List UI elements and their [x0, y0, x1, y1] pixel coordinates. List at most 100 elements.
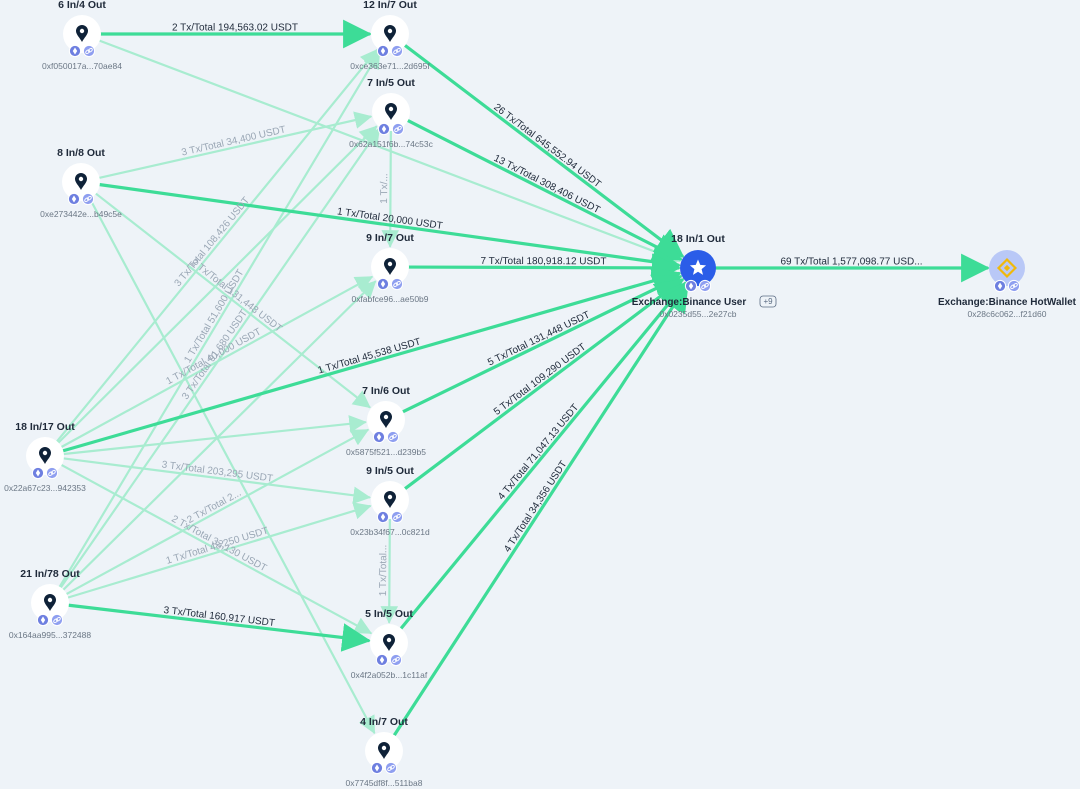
edge-n6-n2[interactable]	[55, 48, 378, 443]
location-pin-icon	[378, 742, 390, 759]
nodes-layer: 6 In/4 Out 0xf050017a...70ae84 12 In/7 Out…	[4, 0, 1077, 788]
ethereum-icon	[993, 279, 1007, 293]
edge-n2-ex[interactable]	[403, 43, 685, 258]
link-icon	[389, 653, 403, 667]
node-address: 0xe273442e...b49c5e	[40, 209, 122, 219]
node-title: 12 In/7 Out	[363, 0, 417, 11]
link-icon	[698, 279, 712, 293]
edge-label: 13 Tx/Total 308,406 USDT	[492, 153, 602, 216]
node-address: 0x4f2a052b...1c11af	[351, 670, 428, 680]
ethereum-icon	[372, 430, 386, 444]
ethereum-icon	[376, 277, 390, 291]
node-n2[interactable]: 12 In/7 Out 0xce363e71...2d695f	[350, 0, 430, 71]
edge-n6-n8[interactable]	[62, 457, 371, 505]
edge-n4-n3[interactable]	[98, 111, 373, 179]
edge-label: 3 Tx/Total 203,295 USDT	[161, 460, 274, 485]
node-title: 6 In/4 Out	[58, 0, 106, 11]
edge-label: 3 Tx/Total 160,917 USDT	[163, 605, 276, 629]
node-n6[interactable]: 18 In/17 Out 0x22a67c23...942353	[4, 421, 86, 493]
location-pin-icon	[384, 25, 396, 42]
edge-n8-ex[interactable]	[403, 278, 685, 491]
node-n4[interactable]: 8 In/8 Out 0xe273442e...b49c5e	[40, 147, 122, 219]
edge-label: 4 Tx/Total 34,356 USDT	[502, 459, 569, 554]
edge-label: 7 Tx/Total 180,918.12 USDT	[481, 256, 607, 267]
location-pin-icon	[383, 634, 395, 651]
node-address: 0xce363e71...2d695f	[350, 61, 430, 71]
node-title: 9 In/5 Out	[366, 465, 414, 477]
edge-n6-n3[interactable]	[57, 125, 378, 444]
edge-n1-ex[interactable]	[98, 39, 681, 264]
node-hw[interactable]: Exchange:Binance HotWallet0x28c6c062...f…	[938, 250, 1077, 319]
node-n10[interactable]: 5 In/5 Out 0x4f2a052b...1c11af	[351, 608, 428, 680]
more-tags-count: +9	[763, 297, 773, 306]
ethereum-icon	[376, 510, 390, 524]
edge-n5-ex[interactable]	[407, 253, 681, 283]
location-pin-icon	[385, 103, 397, 120]
location-pin-icon	[44, 594, 56, 611]
edge-n4-n11[interactable]	[88, 197, 376, 735]
node-address: 0x28c6c062...f21d60	[968, 309, 1047, 319]
edge-n6-n5[interactable]	[60, 275, 374, 448]
node-address: 0xf050017a...70ae84	[42, 61, 122, 71]
edge-label: 2 Tx/Total 2...	[185, 488, 243, 526]
link-icon	[82, 44, 96, 58]
edge-label: 69 Tx/Total 1,577,098.77 USD...	[780, 257, 922, 268]
edge-n11-ex[interactable]	[392, 282, 689, 737]
edge-n9-n2[interactable]	[58, 50, 381, 588]
edge-label: 4 Tx/Total 71,047.13 USDT	[496, 402, 581, 502]
entity-label: Exchange:Binance User	[632, 297, 747, 308]
node-address: 0x0235d55...2e27cb	[659, 309, 736, 319]
node-title: 7 In/6 Out	[362, 385, 410, 397]
edge-n9-n5[interactable]	[62, 280, 377, 591]
ethereum-icon	[36, 613, 50, 627]
node-title: 4 In/7 Out	[360, 716, 408, 728]
edge-n7-ex[interactable]	[401, 275, 683, 414]
edge-n8-n10[interactable]	[380, 517, 399, 624]
location-pin-icon	[39, 447, 51, 464]
edge-n6-n7[interactable]	[62, 415, 367, 456]
node-title: 8 In/8 Out	[57, 147, 105, 159]
link-icon	[386, 430, 400, 444]
edge-n9-n7[interactable]	[65, 428, 370, 596]
node-title: 18 In/1 Out	[671, 233, 725, 245]
ethereum-icon	[377, 122, 391, 136]
edge-n9-n10[interactable]	[67, 603, 372, 652]
link-icon	[391, 122, 405, 136]
edge-n9-n8[interactable]	[67, 502, 372, 599]
edge-n3-ex[interactable]	[406, 119, 683, 261]
node-title: 5 In/5 Out	[365, 608, 413, 620]
edge-n4-ex[interactable]	[98, 183, 682, 276]
edge-n9-n3[interactable]	[59, 127, 381, 589]
ethereum-icon	[370, 761, 384, 775]
location-pin-icon	[76, 25, 88, 42]
ethereum-icon	[68, 44, 82, 58]
edge-label: 1 Tx/...	[379, 173, 390, 203]
node-address: 0x62a151f6b...74c53c	[349, 139, 433, 149]
node-title: 18 In/17 Out	[15, 421, 75, 433]
edge-label: 26 Tx/Total 645,552.94 USDT	[491, 102, 602, 190]
star-icon	[689, 259, 707, 275]
edge-n4-n7[interactable]	[94, 192, 371, 409]
node-address: 0x22a67c23...942353	[4, 483, 86, 493]
link-icon	[390, 510, 404, 524]
location-pin-icon	[75, 173, 87, 190]
edge-n10-ex[interactable]	[399, 281, 688, 630]
edges-layer	[55, 19, 990, 737]
link-icon	[45, 466, 59, 480]
link-icon	[390, 44, 404, 58]
edge-n6-ex[interactable]	[61, 266, 682, 453]
ethereum-icon	[376, 44, 390, 58]
node-n1[interactable]: 6 In/4 Out 0xf050017a...70ae84	[42, 0, 122, 71]
node-title: 21 In/78 Out	[20, 568, 80, 580]
edge-n6-n10[interactable]	[60, 463, 373, 635]
ethereum-icon	[67, 192, 81, 206]
more-tags-badge[interactable]	[759, 295, 777, 308]
ethereum-icon	[375, 653, 389, 667]
